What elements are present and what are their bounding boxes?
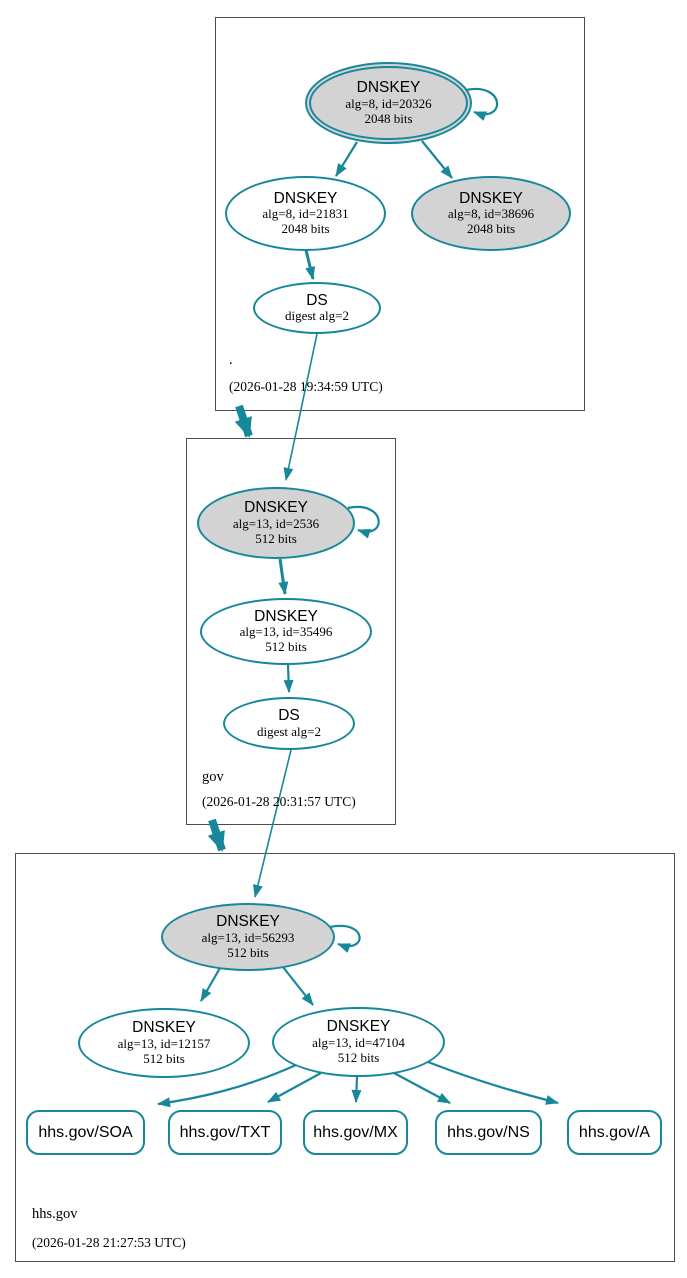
node-detail: digest alg=2 — [256, 723, 322, 739]
node-bits: 512 bits — [337, 1049, 380, 1065]
node-title: DNSKEY — [216, 913, 280, 931]
node-title: DS — [278, 707, 300, 725]
node-detail: alg=13, id=56293 — [201, 929, 295, 945]
rrset-label: hhs.gov/MX — [313, 1123, 398, 1141]
node-gov-ds[interactable]: DS digest alg=2 — [223, 697, 355, 750]
node-gov-zsk-35496[interactable]: DNSKEY alg=13, id=35496 512 bits — [200, 598, 372, 665]
node-detail: alg=13, id=47104 — [312, 1034, 405, 1050]
rrset-hhs-gov-soa[interactable]: hhs.gov/SOA — [26, 1110, 145, 1155]
node-hhs-zsk-47104[interactable]: DNSKEY alg=13, id=47104 512 bits — [272, 1007, 445, 1077]
node-detail: alg=13, id=12157 — [117, 1035, 211, 1051]
rrset-label: hhs.gov/NS — [447, 1123, 530, 1141]
node-title: DNSKEY — [356, 79, 421, 97]
zone-label-root: . — [229, 352, 233, 368]
node-bits: 2048 bits — [466, 221, 516, 237]
node-title: DS — [306, 291, 328, 309]
node-root-ksk-20326[interactable]: DNSKEY alg=8, id=20326 2048 bits — [305, 62, 472, 144]
zone-label-gov: gov — [202, 769, 224, 785]
rrset-label: hhs.gov/TXT — [179, 1123, 271, 1141]
rrset-label: hhs.gov/A — [578, 1123, 651, 1141]
rrset-label: hhs.gov/SOA — [38, 1123, 133, 1141]
rrset-hhs-gov-a[interactable]: hhs.gov/A — [567, 1110, 662, 1155]
node-detail: alg=8, id=21831 — [262, 206, 349, 222]
node-detail: alg=8, id=20326 — [345, 95, 432, 111]
node-root-zsk-21831[interactable]: DNSKEY alg=8, id=21831 2048 bits — [225, 176, 386, 251]
node-root-ds[interactable]: DS digest alg=2 — [253, 282, 381, 334]
node-title: DNSKEY — [273, 189, 338, 207]
node-gov-ksk-2536[interactable]: DNSKEY alg=13, id=2536 512 bits — [197, 487, 355, 559]
zone-box-hhs-gov — [15, 853, 675, 1262]
node-bits: 512 bits — [265, 639, 307, 655]
zone-timestamp-root: (2026-01-28 19:34:59 UTC) — [229, 379, 383, 394]
node-hhs-zsk-12157[interactable]: DNSKEY alg=13, id=12157 512 bits — [78, 1008, 250, 1078]
zone-timestamp-hhs-gov: (2026-01-28 21:27:53 UTC) — [32, 1235, 186, 1250]
node-title: DNSKEY — [326, 1018, 391, 1036]
rrset-hhs-gov-mx[interactable]: hhs.gov/MX — [303, 1110, 408, 1155]
node-detail: alg=13, id=2536 — [232, 515, 320, 531]
node-title: DNSKEY — [254, 607, 318, 625]
node-detail: digest alg=2 — [284, 308, 350, 324]
node-bits: 512 bits — [143, 1050, 185, 1066]
node-detail: alg=8, id=38696 — [447, 206, 535, 222]
node-bits: 2048 bits — [281, 221, 330, 237]
node-root-ksk-38696[interactable]: DNSKEY alg=8, id=38696 2048 bits — [411, 176, 571, 251]
rrset-hhs-gov-txt[interactable]: hhs.gov/TXT — [168, 1110, 282, 1155]
zone-timestamp-gov: (2026-01-28 20:31:57 UTC) — [202, 794, 356, 809]
node-bits: 512 bits — [227, 944, 269, 960]
node-bits: 2048 bits — [364, 110, 413, 126]
node-title: DNSKEY — [132, 1019, 196, 1037]
node-detail: alg=13, id=35496 — [239, 624, 333, 640]
node-bits: 512 bits — [255, 530, 297, 546]
node-title: DNSKEY — [244, 499, 308, 517]
node-title: DNSKEY — [459, 189, 523, 207]
rrset-hhs-gov-ns[interactable]: hhs.gov/NS — [435, 1110, 542, 1155]
zone-box-root — [215, 17, 585, 411]
node-hhs-ksk-56293[interactable]: DNSKEY alg=13, id=56293 512 bits — [161, 903, 335, 971]
zone-label-hhs-gov: hhs.gov — [32, 1206, 78, 1222]
